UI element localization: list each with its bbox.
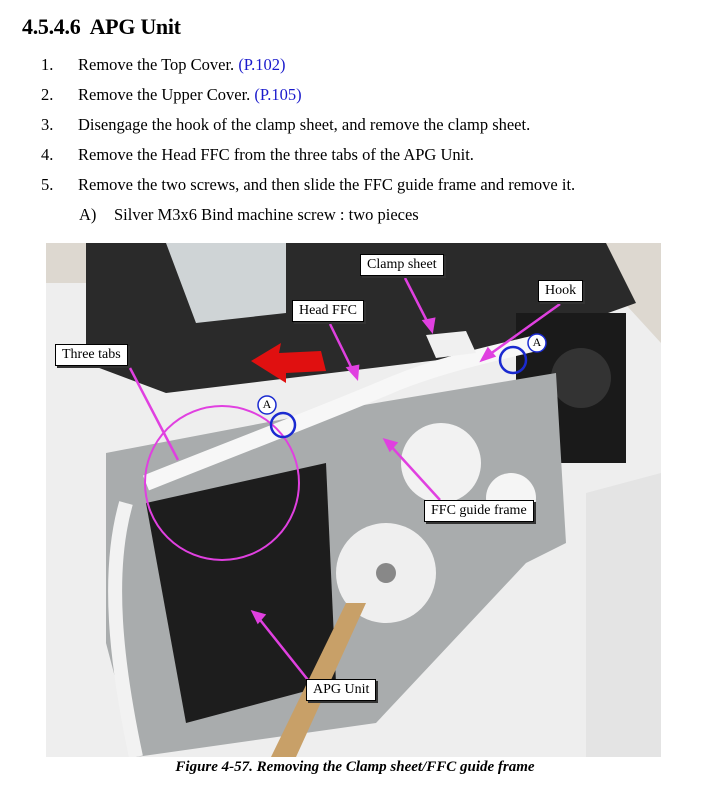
step-4: 4.Remove the Head FFC from the three tab… (41, 145, 474, 164)
label-apg-unit: APG Unit (306, 679, 377, 701)
three-tabs-circle (144, 405, 300, 561)
label-head-ffc: Head FFC (292, 300, 364, 322)
page-link-p105[interactable]: (P.105) (254, 85, 302, 104)
screw-circle (498, 345, 528, 375)
screw-marker-a: A (532, 335, 542, 349)
callout-arrows (128, 277, 561, 681)
figure-caption: Figure 4-57. Removing the Clamp sheet/FF… (175, 759, 535, 775)
label-three-tabs: Three tabs (55, 344, 128, 366)
substep-a: A)Silver M3x6 Bind machine screw : two p… (79, 205, 419, 224)
page-link-p102[interactable]: (P.102) (238, 55, 286, 74)
label-clamp-sheet: Clamp sheet (360, 254, 444, 276)
step-3: 3.Disengage the hook of the clamp sheet,… (41, 115, 531, 134)
step-1: 1.Remove the Top Cover. (P.102) (41, 55, 286, 74)
direction-arrow (251, 343, 326, 383)
label-ffc-guide-frame: FFC guide frame (424, 500, 534, 522)
step-2: 2.Remove the Upper Cover. (P.105) (41, 85, 302, 104)
label-hook: Hook (538, 280, 584, 302)
figure-photo: Clamp sheet Hook Head FFC Three tabs FFC… (46, 243, 661, 757)
printer-photo-illustration (46, 243, 661, 757)
screw-circle (269, 411, 297, 439)
section-title: 4.5.4.6 APG Unit (22, 14, 181, 39)
screw-marker-a: A (262, 397, 272, 411)
step-5: 5.Remove the two screws, and then slide … (41, 175, 576, 194)
